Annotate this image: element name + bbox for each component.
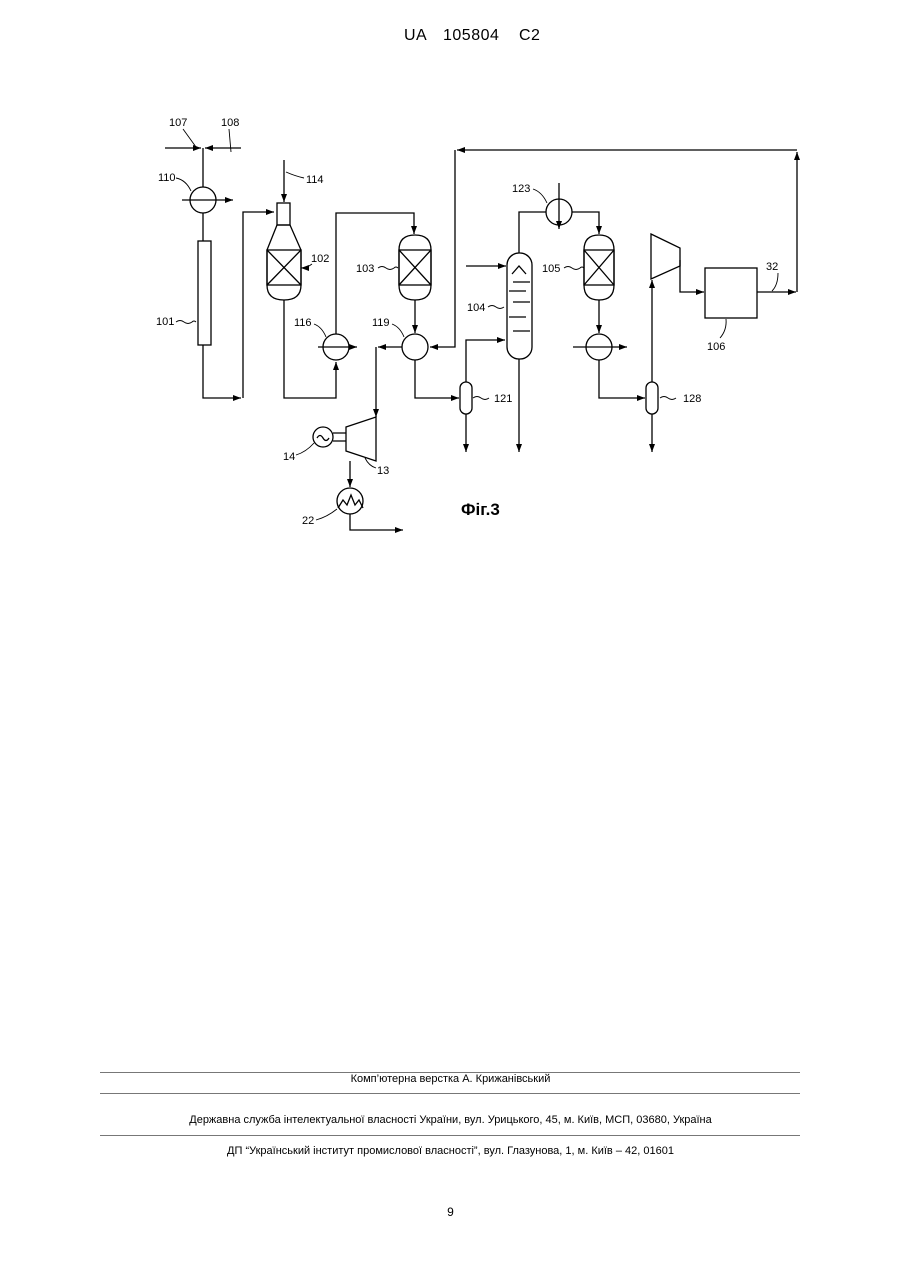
- reactor-103: [399, 235, 431, 300]
- label-105: 105: [542, 263, 560, 275]
- heat-exchanger-110: [182, 187, 233, 213]
- label-14: 14: [283, 451, 295, 463]
- label-123: 123: [512, 183, 530, 195]
- label-110: 110: [158, 172, 176, 184]
- heat-exchanger-123: [546, 183, 572, 229]
- footer-rule-middle: [100, 1093, 800, 1094]
- reactor-102: [267, 203, 301, 300]
- leader-128: [660, 397, 676, 400]
- leader-104: [488, 306, 504, 309]
- generator-14: [313, 427, 333, 447]
- line-121-to-104: [466, 340, 505, 382]
- unit-106: [705, 268, 757, 318]
- line-119-to-121: [415, 360, 459, 398]
- heat-exchanger-after-105: [573, 334, 627, 360]
- leader-105: [564, 267, 584, 270]
- leader-103: [378, 267, 398, 270]
- tube-reactor-101: [198, 241, 211, 345]
- label-104: 104: [467, 302, 485, 314]
- label-22: 22: [302, 515, 314, 527]
- leader-121: [473, 397, 489, 400]
- line-102-to-116: [284, 300, 336, 398]
- label-119: 119: [372, 317, 390, 329]
- label-128: 128: [683, 393, 701, 405]
- compressor: [651, 234, 680, 279]
- leader-119: [392, 324, 404, 337]
- separator-121: [460, 382, 472, 414]
- label-106: 106: [707, 341, 725, 353]
- label-101: 101: [156, 316, 174, 328]
- leader-110: [176, 178, 191, 191]
- reactor-105: [584, 235, 614, 300]
- process-flow-diagram: 107 108 110 101 114 102 116 103 119 121 …: [0, 0, 901, 560]
- leader-106: [720, 319, 726, 338]
- expander-13: [346, 417, 376, 461]
- leader-32: [772, 273, 778, 291]
- leader-22: [316, 509, 337, 520]
- leader-114: [286, 172, 304, 178]
- shaft: [333, 433, 346, 441]
- label-103: 103: [356, 263, 374, 275]
- leader-123: [533, 189, 547, 203]
- label-116: 116: [294, 317, 312, 329]
- label-13: 13: [377, 465, 389, 477]
- page-number: 9: [0, 1205, 901, 1219]
- column-104: [507, 253, 532, 359]
- leader-14: [296, 443, 314, 455]
- heat-exchanger-119: [402, 334, 428, 360]
- label-108: 108: [221, 117, 239, 129]
- line-to-128: [599, 360, 645, 398]
- line-116-to-103: [336, 213, 414, 334]
- leader-107: [183, 129, 196, 147]
- label-102: 102: [311, 253, 329, 265]
- line-compressor-to-106: [680, 260, 704, 292]
- label-121: 121: [494, 393, 512, 405]
- leader-116: [314, 324, 326, 337]
- figure-caption: Фіг.3: [461, 500, 500, 519]
- recycle-return-to-119: [430, 150, 455, 347]
- heat-exchanger-22: [337, 488, 363, 514]
- separator-128: [646, 382, 658, 414]
- leader-101: [176, 321, 196, 324]
- label-107: 107: [169, 117, 187, 129]
- footer-layout-credit: Комп’ютерна верстка А. Крижанівський: [0, 1073, 901, 1085]
- line-101-to-102: [203, 345, 241, 398]
- footer-institute-address: ДП “Український інститут промислової вла…: [0, 1145, 901, 1157]
- heat-exchanger-116: [318, 334, 357, 360]
- line-123-to-105: [572, 212, 599, 234]
- label-114: 114: [306, 174, 324, 186]
- label-32: 32: [766, 261, 778, 273]
- footer-rule-bottom: [100, 1135, 800, 1136]
- line-104-to-123: [519, 212, 546, 253]
- outlet-22: [350, 514, 403, 530]
- line-101-riser: [243, 212, 274, 398]
- footer-office-address: Державна служба інтелектуальної власност…: [0, 1114, 901, 1126]
